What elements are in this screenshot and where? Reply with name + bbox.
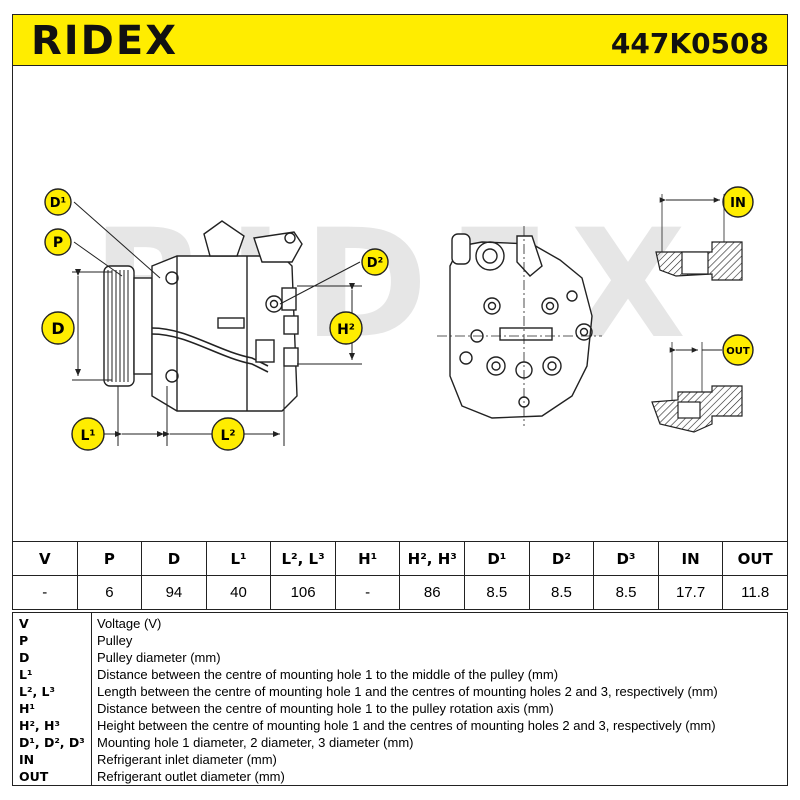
legend: V Voltage (V) P Pulley D Pulley diameter…	[12, 612, 788, 786]
spec-value-cell: -	[12, 575, 78, 610]
spec-header-cell: L², L³	[270, 541, 336, 576]
header-bar: RIDEX 447K0508	[12, 14, 788, 66]
callout-l1: L¹	[80, 428, 95, 444]
callout-out: OUT	[726, 346, 750, 357]
legend-key: P	[19, 633, 29, 648]
legend-divider	[91, 613, 92, 785]
spec-header-cell: L¹	[205, 541, 272, 576]
compressor-drawing: RIDEX	[41, 186, 754, 451]
spec-value-cell: 106	[270, 575, 336, 610]
legend-row: L¹ Distance between the centre of mounti…	[13, 666, 789, 683]
spec-header-cell: IN	[657, 541, 724, 576]
spec-value-cell: 8.5	[593, 575, 659, 610]
spec-header-cell: V	[12, 541, 78, 576]
legend-desc: Length between the centre of mounting ho…	[97, 684, 718, 699]
legend-desc: Voltage (V)	[97, 616, 162, 631]
callout-d2: D²	[367, 256, 384, 271]
spec-value-cell: 94	[141, 575, 207, 610]
legend-desc: Pulley	[97, 633, 133, 648]
spec-header-cell: D³	[593, 541, 659, 576]
spec-value-cell: 11.8	[722, 575, 788, 610]
legend-key: L¹	[19, 667, 33, 682]
spec-header-cell: D²	[528, 541, 595, 576]
spec-header-cell: OUT	[722, 541, 788, 576]
legend-row: H¹ Distance between the centre of mounti…	[13, 700, 789, 717]
spec-value-row: - 6 94 40 106 - 86 8.5 8.5 8.5 17.7 11.8	[12, 575, 788, 610]
part-number: 447K0508	[610, 27, 769, 60]
spec-table: V P D L¹ L², L³ H¹ H², H³ D¹ D² D³ IN OU…	[12, 541, 788, 610]
legend-row: D Pulley diameter (mm)	[13, 649, 789, 666]
spec-header-cell: D¹	[464, 541, 530, 576]
legend-desc: Refrigerant inlet diameter (mm)	[97, 752, 277, 767]
side-view	[103, 220, 303, 412]
front-view	[437, 226, 602, 426]
inlet-section	[655, 194, 743, 281]
legend-key: L², L³	[19, 684, 55, 699]
spec-header-cell: H¹	[334, 541, 401, 576]
legend-key: V	[19, 616, 29, 631]
drawing-frame	[12, 66, 788, 542]
legend-desc: Distance between the centre of mounting …	[97, 701, 554, 716]
callout-in: IN	[730, 196, 746, 211]
spec-value-cell: -	[334, 575, 401, 610]
brand-logo: RIDEX	[31, 18, 179, 64]
legend-row: L², L³ Length between the centre of moun…	[13, 683, 789, 700]
legend-desc: Distance between the centre of mounting …	[97, 667, 559, 682]
legend-key: D	[19, 650, 30, 665]
legend-desc: Pulley diameter (mm)	[97, 650, 221, 665]
spec-value-cell: 86	[399, 575, 466, 610]
legend-row: IN Refrigerant inlet diameter (mm)	[13, 751, 789, 768]
spec-header-row: V P D L¹ L², L³ H¹ H², H³ D¹ D² D³ IN OU…	[12, 541, 788, 576]
legend-key: H², H³	[19, 718, 60, 733]
legend-key: IN	[19, 752, 35, 767]
spec-header-cell: P	[76, 541, 143, 576]
legend-desc: Height between the centre of mounting ho…	[97, 718, 716, 733]
legend-desc: Mounting hole 1 diameter, 2 diameter, 3 …	[97, 735, 414, 750]
legend-row: H², H³ Height between the centre of moun…	[13, 717, 789, 734]
callouts: D¹ P D D² H² L¹ L² IN OUT	[41, 186, 754, 451]
spec-value-cell: 8.5	[528, 575, 595, 610]
spec-value-cell: 40	[205, 575, 272, 610]
callout-p: P	[53, 235, 63, 251]
outlet-section	[651, 342, 743, 433]
callout-h2: H²	[337, 322, 355, 338]
spec-header-cell: D	[141, 541, 207, 576]
legend-row: P Pulley	[13, 632, 789, 649]
legend-key: H¹	[19, 701, 35, 716]
legend-row: D¹, D², D³ Mounting hole 1 diameter, 2 d…	[13, 734, 789, 751]
legend-key: OUT	[19, 769, 49, 784]
callout-d1: D¹	[50, 196, 67, 211]
legend-key: D¹, D², D³	[19, 735, 85, 750]
legend-row: OUT Refrigerant outlet diameter (mm)	[13, 768, 789, 785]
spec-value-cell: 17.7	[657, 575, 724, 610]
spec-value-cell: 6	[76, 575, 143, 610]
callout-d: D	[51, 319, 64, 338]
callout-l2: L²	[220, 428, 235, 444]
spec-header-cell: H², H³	[399, 541, 466, 576]
legend-row: V Voltage (V)	[13, 615, 789, 632]
spec-value-cell: 8.5	[464, 575, 530, 610]
legend-desc: Refrigerant outlet diameter (mm)	[97, 769, 285, 784]
